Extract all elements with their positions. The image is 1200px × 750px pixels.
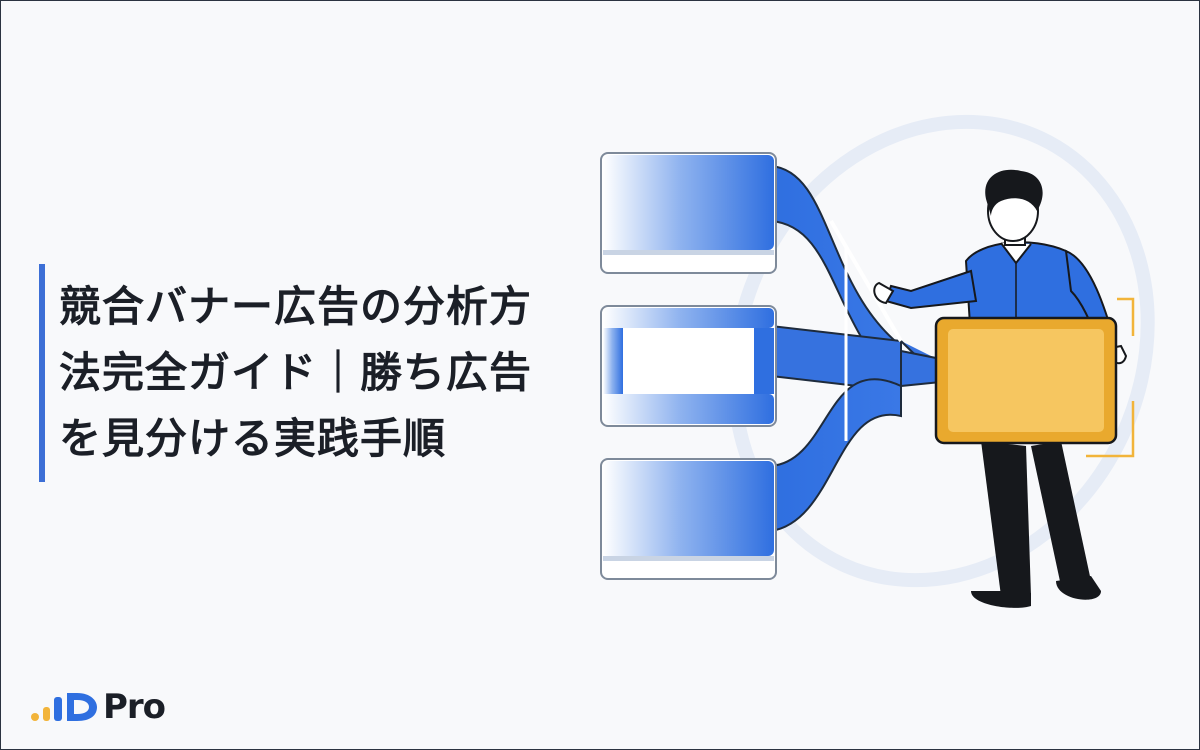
brand-logo: Pro <box>29 687 166 727</box>
banner-card-icon <box>600 458 777 580</box>
banner-card-icon <box>600 305 777 427</box>
person-figure <box>873 169 1128 608</box>
yellow-banner-icon <box>934 297 1135 458</box>
bar-chart-logo-icon <box>31 693 97 721</box>
banner-card-icon <box>600 152 777 274</box>
banner-analysis-illustration <box>600 114 1155 608</box>
article-title: 競合バナー広告の分析方 法完全ガイド｜勝ち広告 を見分ける実践手順 <box>39 264 532 482</box>
title-line-2: 法完全ガイド｜勝ち広告 <box>59 348 533 397</box>
title-line-3: を見分ける実践手順 <box>59 414 447 463</box>
merge-flow-icon <box>770 164 952 533</box>
logo-wordmark: Pro <box>103 687 166 727</box>
title-line-1: 競合バナー広告の分析方 <box>59 282 533 331</box>
